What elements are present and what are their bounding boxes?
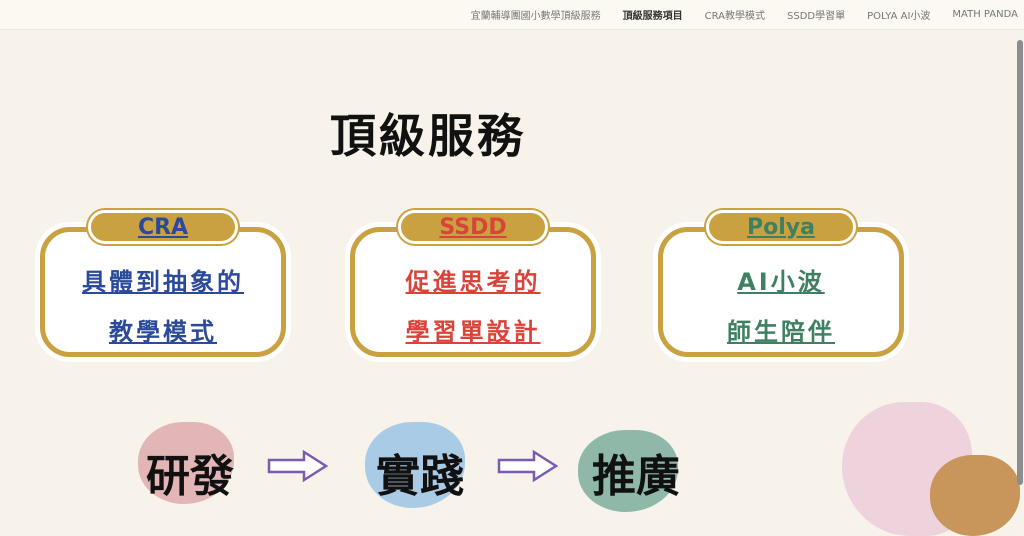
nav-polya[interactable]: POLYA AI小波 bbox=[867, 11, 931, 22]
card-tag[interactable]: SSDD bbox=[398, 210, 548, 244]
card-link-line2[interactable]: 師生陪伴 bbox=[727, 318, 835, 346]
card-link-line2[interactable]: 學習單設計 bbox=[405, 318, 541, 346]
card-ssdd: SSDD 促進思考的 學習單設計 bbox=[350, 207, 596, 357]
right-arrow-icon bbox=[267, 449, 329, 483]
ginger-decoration bbox=[930, 455, 1020, 536]
card-link-line1[interactable]: 促進思考的 bbox=[405, 268, 541, 296]
nav-math-panda[interactable]: MATH PANDA bbox=[952, 9, 1018, 20]
card-link-line1[interactable]: 具體到抽象的 bbox=[82, 268, 244, 296]
nav-home[interactable]: 宜蘭輔導團國小數學頂級服務 bbox=[470, 11, 601, 22]
card-tag[interactable]: CRA bbox=[88, 210, 238, 244]
card-link-line1[interactable]: AI小波 bbox=[737, 268, 825, 296]
pink-blob bbox=[138, 422, 234, 504]
top-nav: 宜蘭輔導團國小數學頂級服務 頂級服務項目 CRA教學模式 SSDD學習單 POL… bbox=[0, 0, 1024, 30]
step-develop: 研發 bbox=[146, 451, 234, 502]
nav-services[interactable]: 頂級服務項目 bbox=[622, 11, 683, 22]
step-practice: 實踐 bbox=[376, 451, 464, 502]
nav-cra[interactable]: CRA教學模式 bbox=[704, 11, 766, 22]
green-blob bbox=[578, 430, 678, 512]
card-polya: Polya AI小波 師生陪伴 bbox=[658, 207, 904, 357]
card-link-line2[interactable]: 教學模式 bbox=[109, 318, 217, 346]
card-tag[interactable]: Polya bbox=[706, 210, 856, 244]
right-arrow-icon bbox=[497, 449, 559, 483]
nav-ssdd[interactable]: SSDD學習單 bbox=[787, 11, 846, 22]
scrollbar[interactable] bbox=[1017, 40, 1023, 485]
card-cra: CRA 具體到抽象的 教學模式 bbox=[40, 207, 286, 357]
page-title: 頂級服務 bbox=[330, 109, 526, 163]
step-promote: 推廣 bbox=[592, 451, 680, 502]
blue-blob bbox=[365, 422, 465, 508]
